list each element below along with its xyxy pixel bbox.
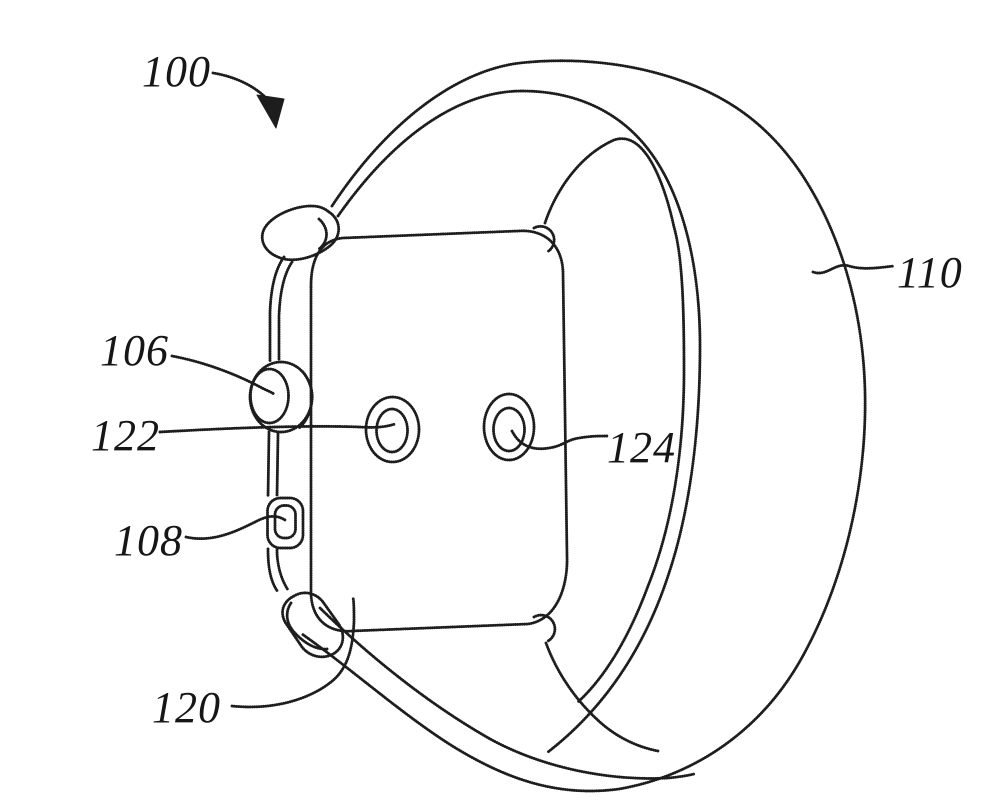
lug-bottom-left-detail: [285, 601, 329, 651]
leader-lines: [158, 71, 896, 709]
ref-label-108: 108: [114, 516, 183, 565]
sensor-left-inner-ring: [375, 407, 409, 454]
sensor-right-inner-ring: [492, 406, 526, 453]
lug-top-left: [260, 204, 341, 262]
ref-label-110: 110: [897, 248, 963, 297]
crown-face: [249, 367, 290, 425]
side-button-outer: [266, 496, 305, 550]
ref-label-122: 122: [91, 411, 160, 460]
case-side-inner-edge: [275, 260, 294, 592]
ref-label-120: 120: [152, 683, 221, 732]
sensor-right-outer-ring: [482, 392, 536, 462]
crown: [248, 360, 314, 434]
case-side-outer-edge: [266, 255, 286, 594]
sensor-left-outer-ring: [364, 395, 421, 464]
lug-bottom-left: [281, 591, 345, 659]
leader-124: [510, 429, 609, 451]
crown-side-rim: [297, 370, 314, 430]
band-far-edge-top: [543, 137, 686, 704]
watch-body: [248, 204, 569, 659]
band-inner-edge: [336, 89, 702, 754]
band-far-edge-bottom: [544, 641, 660, 753]
leader-120: [230, 595, 356, 709]
side-button: [266, 496, 305, 550]
side-button-inner: [273, 504, 297, 540]
ref-label-100: 100: [142, 47, 211, 96]
reference-numerals: 100 110 106 122 124 108 120: [91, 47, 963, 732]
band-lower-run-edge: [318, 606, 696, 780]
ref-label-106: 106: [100, 326, 169, 375]
lug-top-left-detail: [317, 217, 328, 251]
rear-sensor-left: [364, 395, 421, 464]
ref-label-124: 124: [607, 423, 676, 472]
leader-110: [811, 263, 896, 275]
band-outer-edge: [300, 59, 867, 793]
back-cover-plate: [309, 229, 569, 633]
watch-band: [300, 59, 867, 793]
leader-108: [184, 514, 287, 541]
leader-122: [158, 422, 397, 434]
far-lug-top: [532, 224, 556, 254]
rear-sensor-right: [482, 392, 536, 462]
leader-100-arrowhead: [256, 94, 285, 129]
far-lug-bottom: [532, 613, 557, 643]
leader-106: [170, 354, 276, 396]
